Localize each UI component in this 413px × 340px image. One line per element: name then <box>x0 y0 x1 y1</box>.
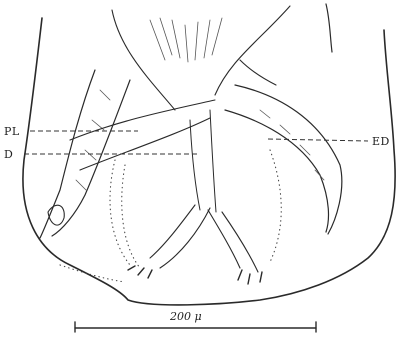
label-d: D <box>4 148 13 161</box>
central-stem <box>112 6 290 212</box>
label-pl: PL <box>4 125 20 138</box>
right-limb <box>225 60 342 234</box>
dotted-outlines <box>60 150 281 282</box>
scale-bar: 200 μ <box>75 310 316 332</box>
scale-bar-label: 200 μ <box>169 310 202 323</box>
body-outline <box>23 4 395 305</box>
label-ed: ED <box>372 135 390 148</box>
lower-left-digit <box>128 205 210 278</box>
ed-pointer-line <box>268 139 368 141</box>
lower-right-digit <box>208 210 262 284</box>
